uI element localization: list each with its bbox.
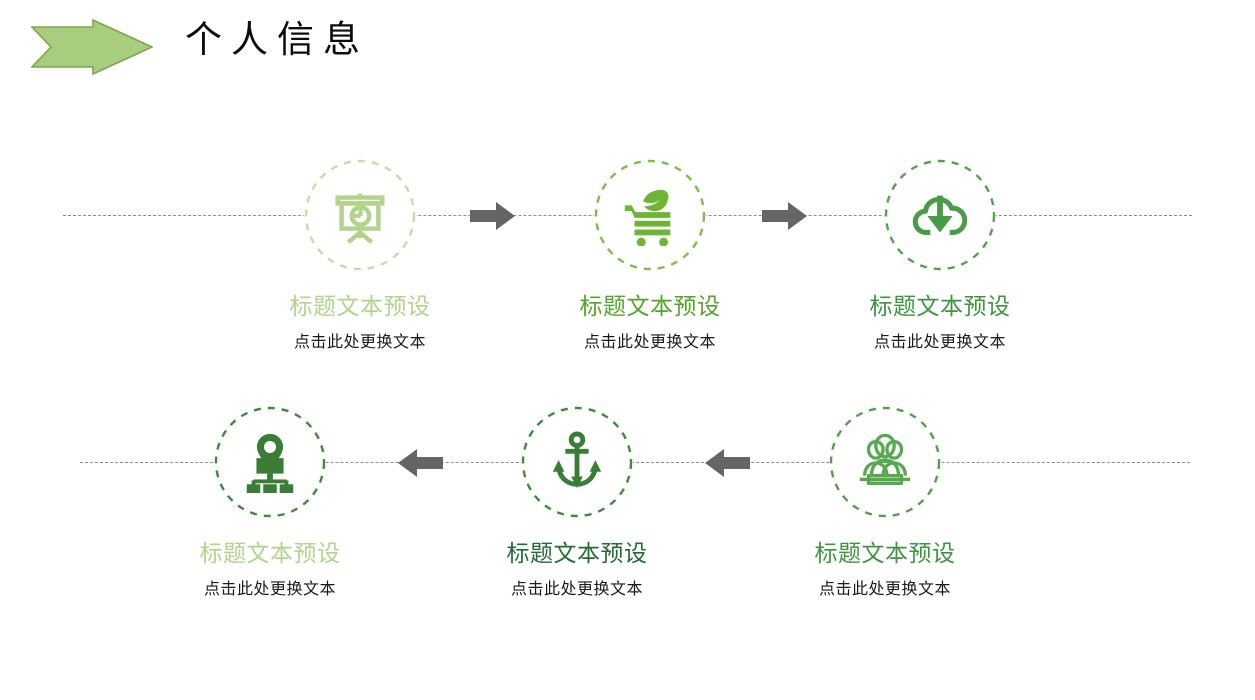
team-group-icon [859, 433, 911, 485]
location-sitemap-icon [246, 433, 294, 493]
node-top-1-title: 标题文本预设 [289, 294, 431, 319]
arrow-left-icon [705, 449, 750, 477]
node-bottom-1-circle [214, 406, 326, 518]
page-title: 个人信息 [185, 20, 369, 61]
bottom-row: 标题文本预设 点击此处更换文本 [0, 392, 1255, 622]
node-bottom-1-title: 标题文本预设 [199, 541, 341, 566]
eco-shopping-cart-icon [624, 189, 671, 246]
node-top-2-circle [594, 159, 706, 271]
node-top-1-circle [304, 159, 416, 271]
node-top-2-title: 标题文本预设 [579, 294, 721, 319]
node-top-3-subtitle: 点击此处更换文本 [873, 333, 1006, 351]
node-bottom-3-circle [829, 406, 941, 518]
node-bottom-1[interactable]: 标题文本预设 点击此处更换文本 [155, 392, 385, 601]
top-row: 标题文本预设 点击此处更换文本 [0, 145, 1255, 375]
node-top-3-circle [884, 159, 996, 271]
bottom-row-connector-line [80, 462, 1190, 463]
node-bottom-3[interactable]: 标题文本预设 点击此处更换文本 [770, 392, 1000, 601]
node-top-2[interactable]: 标题文本预设 点击此处更换文本 [535, 145, 765, 354]
node-bottom-2-circle [521, 406, 633, 518]
node-bottom-3-subtitle: 点击此处更换文本 [818, 580, 951, 598]
node-bottom-2[interactable]: 标题文本预设 点击此处更换文本 [462, 392, 692, 601]
node-top-3-title: 标题文本预设 [869, 294, 1011, 319]
node-bottom-2-subtitle: 点击此处更换文本 [510, 580, 643, 598]
node-bottom-1-subtitle: 点击此处更换文本 [203, 580, 336, 598]
node-bottom-3-title: 标题文本预设 [814, 541, 956, 566]
node-top-2-subtitle: 点击此处更换文本 [583, 333, 716, 351]
node-top-1-subtitle: 点击此处更换文本 [293, 333, 426, 351]
arrow-right-icon [470, 202, 515, 230]
node-top-3[interactable]: 标题文本预设 点击此处更换文本 [825, 145, 1055, 354]
node-bottom-2-title: 标题文本预设 [506, 541, 648, 566]
node-top-1[interactable]: 标题文本预设 点击此处更换文本 [245, 145, 475, 354]
arrow-left-icon [398, 449, 443, 477]
anchor-icon [552, 431, 602, 489]
presentation-chart-icon [335, 193, 385, 244]
slide-header: 个人信息 [0, 0, 1255, 95]
arrow-right-icon [762, 202, 807, 230]
chevron-arrow-right-icon [31, 19, 153, 75]
cloud-download-icon [912, 195, 968, 235]
